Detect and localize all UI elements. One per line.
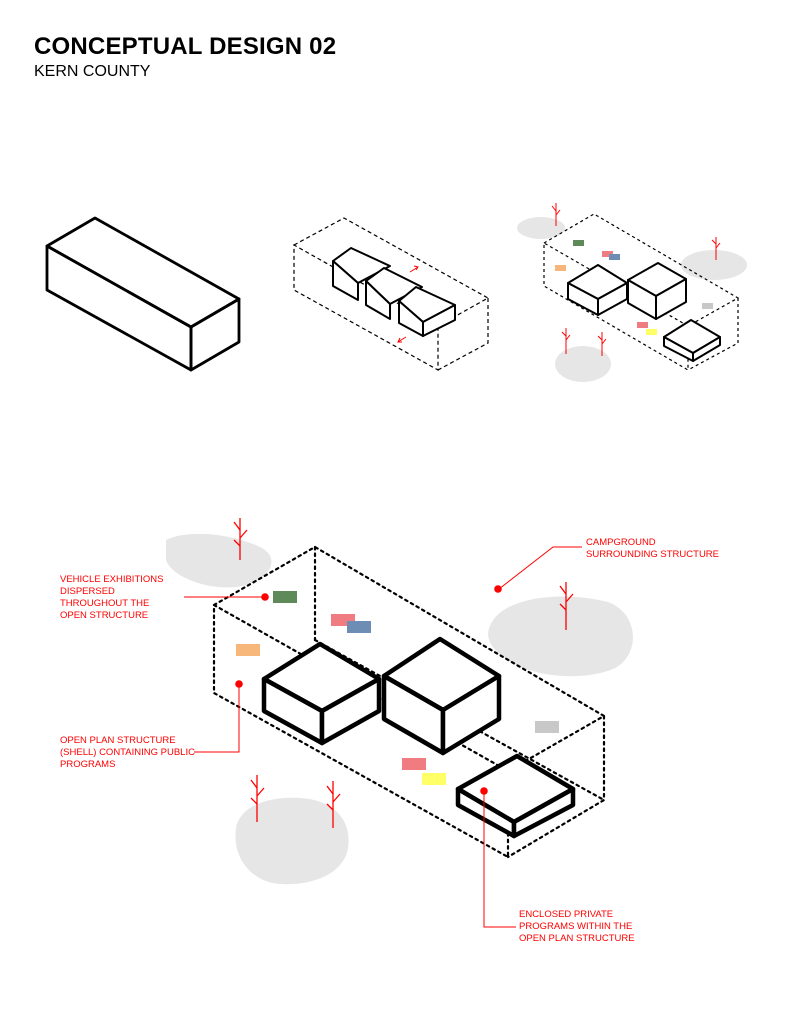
step3-shell	[543, 213, 740, 372]
svg-text:OPEN PLAN STRUCTURE (SHE: OPEN PLAN STRUCTURE (SHELL) CONTAINING P…	[60, 735, 198, 770]
step2-arrows	[397, 265, 419, 343]
svg-text:VEHICLE EXHIBITIONS DISP: VEHICLE EXHIBITIONS DISPERSED THROUGHOUT…	[60, 574, 166, 621]
private-label-line-2: PROGRAMS WITHIN THE	[519, 921, 632, 932]
main-boxes	[261, 636, 576, 839]
step3-diagram	[517, 203, 747, 382]
step3-ground	[517, 217, 747, 382]
campground-label-line-2: SURROUNDING STRUCTURE	[586, 549, 719, 560]
annotation-vehicle-exhibitions: VEHICLE EXHIBITIONS DISPERSED THROUGHOUT…	[60, 574, 269, 621]
step3-trees	[551, 203, 721, 356]
step2-boxes	[332, 247, 456, 337]
page-subtitle: KERN COUNTY	[34, 63, 151, 80]
step1-solid-volume	[45, 216, 241, 372]
vehicle-label-line-1: VEHICLE EXHIBITIONS	[60, 574, 163, 585]
step3-boxes	[567, 262, 721, 362]
private-label-line-1: ENCLOSED PRIVATE	[519, 909, 613, 920]
annotation-private-programs: ENCLOSED PRIVATE PROGRAMS WITHIN THE OPE…	[480, 787, 635, 944]
main-diagram	[166, 518, 633, 885]
svg-text:CAMPGROUND SURROUNDING S: CAMPGROUND SURROUNDING STRUCTURE	[586, 537, 719, 560]
main-trees	[233, 518, 574, 828]
main-exhibits	[236, 591, 559, 785]
main-ground	[166, 533, 633, 885]
shell-label-line-3: PROGRAMS	[60, 759, 115, 770]
vehicle-label-line-3: THROUGHOUT THE	[60, 598, 149, 609]
annotation-shell: OPEN PLAN STRUCTURE (SHELL) CONTAINING P…	[60, 680, 243, 770]
shell-label-line-2: (SHELL) CONTAINING PUBLIC	[60, 747, 195, 758]
page-title: CONCEPTUAL DESIGN 02	[34, 33, 337, 60]
step3-exhibits	[555, 240, 713, 335]
private-label-line-3: OPEN PLAN STRUCTURE	[519, 933, 635, 944]
step2-shell	[293, 217, 490, 372]
vehicle-label-line-4: OPEN STRUCTURE	[60, 610, 148, 621]
vehicle-label-line-2: DISPERSED	[60, 586, 115, 597]
svg-text:ENCLOSED PRIVATE PROGRAM: ENCLOSED PRIVATE PROGRAMS WITHIN THE OPE…	[519, 909, 635, 944]
shell-label-line-1: OPEN PLAN STRUCTURE	[60, 735, 176, 746]
annotation-campground: CAMPGROUND SURROUNDING STRUCTURE	[494, 537, 719, 593]
step2-diagram	[293, 217, 490, 372]
campground-label-line-1: CAMPGROUND	[586, 537, 656, 548]
